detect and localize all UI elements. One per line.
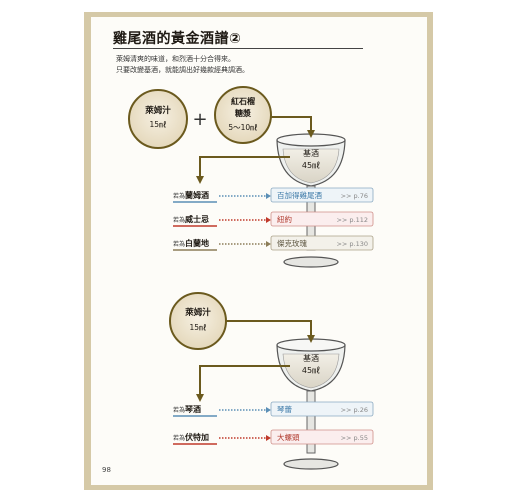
cocktail-box [270, 211, 374, 227]
glass2-base-label: 基酒 [303, 353, 319, 363]
row-prefix: 若為 [173, 216, 185, 224]
cocktail-glass-1 [276, 133, 346, 268]
cocktail-name: 傑克玫瑰 [277, 238, 307, 248]
cocktail-name: 百加得雞尾酒 [277, 190, 322, 200]
arrow-into-glass-1 [271, 116, 315, 138]
row-base-spirit: 伏特加 [185, 432, 209, 442]
recipe2-ingredient-amount: 15㎖ [189, 323, 206, 332]
arrow-from-glass-2 [196, 365, 290, 402]
cocktail-page-ref: >> p.112 [336, 216, 368, 224]
row-prefix: 若為 [173, 406, 185, 414]
recipe2-row-gin: 若為 琴酒 琴蕾 >> p.26 [173, 401, 374, 417]
row-prefix: 若為 [173, 240, 185, 248]
ingredient2-amount: 5～10㎖ [228, 123, 257, 132]
arrow-from-glass-1 [196, 156, 290, 184]
cocktail-page-ref: >> p.130 [336, 240, 368, 248]
row-prefix: 若為 [173, 192, 185, 200]
recipe1-group: 基酒 45㎖ 萊姆汁 15㎖ + 紅石榴 糖漿 5～10㎖ 若為 蘭姆酒 百加得… [128, 86, 374, 268]
recipe1-row-brandy: 若為 白蘭地 傑克玫瑰 >> p.130 [173, 235, 374, 251]
cocktail-box [270, 429, 374, 445]
row-base-spirit: 威士忌 [185, 214, 209, 224]
page-number: 98 [102, 466, 111, 474]
cocktail-glass-2 [276, 338, 346, 470]
recipe2-row-vodka: 若為 伏特加 大螺頭 >> p.55 [173, 429, 374, 445]
title-rule [113, 48, 363, 49]
plus-sign: + [192, 109, 207, 130]
intro-line-2: 只要改變基酒，就能調出好幾款經典調酒。 [116, 66, 249, 74]
cocktail-box [270, 401, 374, 417]
glass1-base-amount: 45㎖ [302, 161, 320, 170]
recipe1-row-rum: 若為 蘭姆酒 百加得雞尾酒 >> p.76 [173, 187, 374, 203]
ingredient-circle-lime-1 [128, 89, 188, 149]
ingredient2-name-line1: 紅石榴 [231, 96, 255, 106]
ingredient1-name: 萊姆汁 [144, 105, 171, 116]
cocktail-name: 琴蕾 [277, 404, 292, 414]
cocktail-name: 大螺頭 [277, 432, 300, 442]
row-base-spirit: 蘭姆酒 [185, 190, 209, 200]
cocktail-name: 紐約 [277, 214, 292, 224]
intro-line-1: 萊姆清爽的味道，和烈酒十分合得來。 [116, 55, 235, 63]
cocktail-page-ref: >> p.55 [341, 434, 368, 442]
recipe2-group: 基酒 45㎖ 萊姆汁 15㎖ 若為 琴酒 琴蕾 >> p.26 若為 伏特加 大… [169, 292, 374, 470]
row-base-spirit: 白蘭地 [185, 238, 209, 248]
row-prefix: 若為 [173, 434, 185, 442]
ingredient-circle-lime-2 [169, 292, 227, 350]
ingredient-circle-grenadine [214, 86, 272, 144]
cocktail-box [270, 187, 374, 203]
cocktail-box [270, 235, 374, 251]
recipe2-ingredient-name: 萊姆汁 [184, 307, 211, 318]
cocktail-page-ref: >> p.76 [341, 192, 368, 200]
cocktail-page-ref: >> p.26 [341, 406, 368, 414]
glass2-base-amount: 45㎖ [302, 366, 320, 375]
recipe1-row-whisky: 若為 威士忌 紐約 >> p.112 [173, 211, 374, 227]
arrow-into-glass-2 [226, 320, 315, 343]
glass1-base-label: 基酒 [303, 148, 319, 158]
row-base-spirit: 琴酒 [184, 404, 201, 414]
ingredient2-name-line2: 糖漿 [235, 108, 252, 118]
page-title: 雞尾酒的黃金酒譜② [113, 31, 242, 47]
ingredient1-amount: 15㎖ [149, 120, 166, 129]
